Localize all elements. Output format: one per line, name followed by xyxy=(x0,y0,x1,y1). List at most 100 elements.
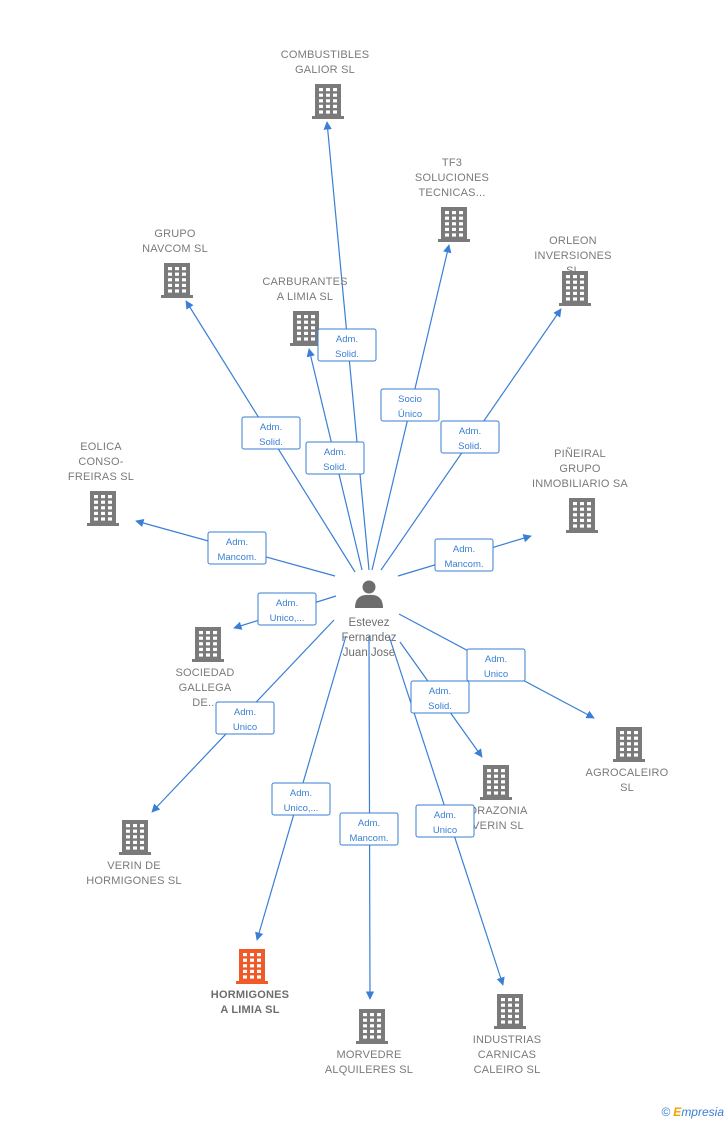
combustibles-galior-building-icon[interactable] xyxy=(312,84,344,119)
tf3-soluciones-building-icon[interactable] xyxy=(438,207,470,242)
relation-text: Solid. xyxy=(335,349,359,360)
relation-badge-morvedre-alquileres[interactable]: Adm. Mancom. xyxy=(339,812,399,846)
label-line: EOLICA xyxy=(80,441,122,453)
carburantes-a-limia-building-icon[interactable] xyxy=(290,311,322,346)
hormigones-a-limia-building-icon[interactable] xyxy=(236,949,268,984)
relation-text: Unico xyxy=(484,669,508,680)
label-line: TECNICAS... xyxy=(419,187,486,199)
pineiral-grupo-building-icon[interactable] xyxy=(566,498,598,533)
agrocaleiro-label[interactable]: AGROCALEIRO SL xyxy=(586,767,669,794)
relation-badge-carburantes-a-limia[interactable]: Adm. Solid. xyxy=(305,441,365,475)
relation-text: Mancom. xyxy=(217,552,256,563)
orleon-inversiones-label[interactable]: ORLEON INVERSIONES SL xyxy=(534,235,611,277)
morvedre-alquileres-label[interactable]: MORVEDRE ALQUILERES SL xyxy=(325,1049,413,1076)
relation-text: Adm. xyxy=(324,447,346,458)
relation-text: Mancom. xyxy=(349,833,388,844)
relation-text: Adm. xyxy=(336,334,358,345)
orleon-inversiones-building-icon[interactable] xyxy=(559,271,591,306)
sociedad-gallega-building-icon[interactable] xyxy=(192,627,224,662)
relation-badge-agrocaleiro[interactable]: Adm. Unico xyxy=(466,648,526,682)
relation-badge-verin-de-hormigones[interactable]: Adm.Unico xyxy=(215,701,275,735)
label-line: GRUPO xyxy=(154,228,196,240)
label-line: VERIN DE xyxy=(107,860,161,872)
relation-text: Adm. xyxy=(234,707,256,718)
verin-de-hormigones-building-icon[interactable] xyxy=(119,820,151,855)
label-line: GALIOR SL xyxy=(295,64,355,76)
label-line: SOCIEDAD xyxy=(175,667,234,679)
agrocaleiro-building-icon[interactable] xyxy=(613,727,645,762)
relation-badge-combustibles-galior[interactable]: Adm. Solid. xyxy=(317,328,377,362)
relation-text: Adm. xyxy=(226,537,248,548)
center-label-line: Juan Jose xyxy=(343,647,395,659)
morvedre-alquileres-building-icon[interactable] xyxy=(356,1009,388,1044)
relation-badge-orazonia-verin[interactable]: Adm. Solid. xyxy=(410,680,470,714)
relation-badge-eolica-conso-freiras[interactable]: Adm. Mancom. xyxy=(207,531,267,565)
label-line: FREIRAS SL xyxy=(68,471,134,483)
brand-rest: mpresia xyxy=(681,1105,724,1119)
copyright-symbol: © xyxy=(661,1105,671,1119)
relation-badge-sociedad-gallega[interactable]: Adm.Unico,... xyxy=(257,592,317,626)
label-line: NAVCOM SL xyxy=(142,243,208,255)
label-line: GALLEGA xyxy=(179,682,232,694)
relation-labels-layer: Adm.Solid.SocioÚnicoAdm.Solid.Adm.Solid.… xyxy=(207,328,526,846)
relation-text: Unico xyxy=(433,825,457,836)
label-line: MORVEDRE xyxy=(337,1049,402,1061)
orazonia-verin-building-icon[interactable] xyxy=(480,765,512,800)
label-line: ORAZONIA xyxy=(468,805,528,817)
relation-badge-orleon-inversiones[interactable]: Adm.Solid. xyxy=(440,420,500,454)
label-line: SL xyxy=(566,265,580,277)
relation-badge-industrias-carnicas[interactable]: Adm.Unico xyxy=(415,804,475,838)
pineiral-grupo-label[interactable]: PIÑEIRAL GRUPO INMOBILIARIO SA xyxy=(532,447,628,490)
relation-text: Solid. xyxy=(458,441,482,452)
relation-text: Adm. xyxy=(429,686,451,697)
relation-text: Único xyxy=(398,409,422,420)
relation-text: Solid. xyxy=(323,462,347,473)
relation-text: Unico,... xyxy=(284,803,319,814)
relation-badge-hormigones-a-limia[interactable]: Adm. Unico,... xyxy=(271,782,331,816)
grupo-navcom-building-icon[interactable] xyxy=(161,263,193,298)
label-line: SOLUCIONES xyxy=(415,172,489,184)
label-line: PIÑEIRAL xyxy=(554,447,606,460)
label-line: CARBURANTES xyxy=(262,276,347,288)
label-line: ALQUILERES SL xyxy=(325,1064,413,1076)
label-line: GRUPO xyxy=(559,463,601,475)
relation-text: Adm. xyxy=(453,544,475,555)
relation-text: Solid. xyxy=(259,437,283,448)
relation-text: Adm. xyxy=(358,818,380,829)
brand-watermark: ©Empresia xyxy=(661,1105,724,1119)
relation-text: Solid. xyxy=(428,701,452,712)
label-line: HORMIGONES SL xyxy=(86,875,182,887)
relation-text: Adm. xyxy=(290,788,312,799)
center-label-line: Estevez xyxy=(349,617,390,629)
industrias-carnicas-building-icon[interactable] xyxy=(494,994,526,1029)
relation-text: Adm. xyxy=(276,598,298,609)
label-line: AGROCALEIRO xyxy=(586,767,669,779)
relation-badge-grupo-navcom[interactable]: Adm.Solid. xyxy=(241,416,301,450)
verin-de-hormigones-label[interactable]: VERIN DE HORMIGONES SL xyxy=(86,860,182,887)
label-line: SL xyxy=(620,782,634,794)
brand-first-letter: E xyxy=(673,1105,682,1119)
relation-text: Adm. xyxy=(485,654,507,665)
relation-badge-pineiral-grupo[interactable]: Adm. Mancom. xyxy=(434,538,494,572)
label-line: INDUSTRIAS xyxy=(473,1034,542,1046)
eolica-conso-freiras-building-icon[interactable] xyxy=(87,491,119,526)
label-line: INVERSIONES xyxy=(534,250,611,262)
label-line: INMOBILIARIO SA xyxy=(532,478,628,490)
label-line: ORLEON xyxy=(549,235,597,247)
grupo-navcom-label[interactable]: GRUPO NAVCOM SL xyxy=(142,228,208,255)
person-icon[interactable] xyxy=(355,580,383,609)
relation-text: Socio xyxy=(398,394,422,405)
relation-text: Mancom. xyxy=(444,559,483,570)
